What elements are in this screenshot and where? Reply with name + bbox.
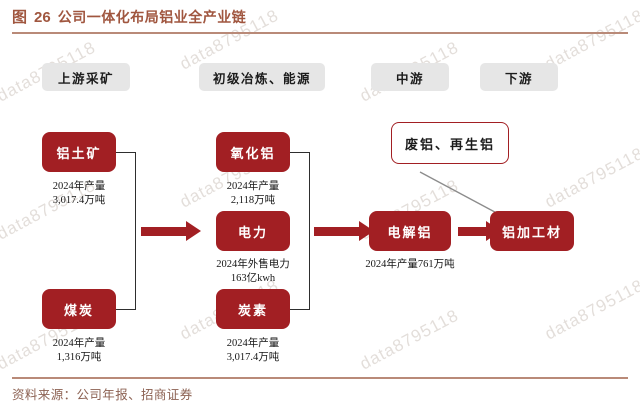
figure-word: 图	[12, 10, 28, 26]
caption-electrolytic-aluminum: 2024年产量761万吨	[365, 259, 455, 270]
source-note: 资料来源：公司年报、招商证券	[12, 388, 193, 402]
lane-label-midstream: 中游	[371, 63, 449, 91]
node-scrap-recycled-aluminum[interactable]: 废铝、再生铝	[391, 122, 509, 164]
connector-alumina-stub	[290, 152, 310, 154]
node-alumina[interactable]: 氧化铝	[216, 132, 290, 172]
caption-alumina: 2024年产量 2,118万吨	[226, 181, 280, 207]
connector-middle-spine	[309, 152, 311, 310]
node-electrolytic-aluminum[interactable]: 电解铝	[369, 211, 451, 251]
figure-number: 26	[34, 9, 51, 26]
page-title: 公司一体化布局铝业全产业链	[57, 11, 247, 26]
node-aluminum-processed-material[interactable]: 铝加工材	[490, 211, 574, 251]
recycle-flow-arrow	[419, 171, 508, 219]
connector-bauxite-stub	[116, 152, 136, 154]
watermark: data8795118	[541, 143, 640, 212]
footer-divider	[12, 377, 628, 379]
connector-carbon-stub	[290, 309, 310, 311]
caption-coal: 2024年产量 1,316万吨	[52, 338, 106, 364]
caption-carbon: 2024年产量 3,017.4万吨	[226, 338, 280, 364]
node-bauxite[interactable]: 铝土矿	[42, 132, 116, 172]
caption-power: 2024年外售电力 163亿kwh	[216, 259, 290, 285]
connector-coal-stub	[116, 309, 136, 311]
lane-label-primary-smelting: 初级冶炼、能源	[199, 63, 325, 91]
header-divider	[12, 32, 628, 34]
lane-label-downstream: 下游	[480, 63, 558, 91]
watermark: data8795118	[356, 305, 462, 374]
connector-left-spine	[135, 152, 137, 310]
node-coal[interactable]: 煤炭	[42, 289, 116, 329]
node-power[interactable]: 电力	[216, 211, 290, 251]
caption-bauxite: 2024年产量 3,017.4万吨	[52, 181, 106, 207]
figure-title-row: 图 26 公司一体化布局铝业全产业链	[12, 6, 628, 32]
arrow-upstream-to-smelting	[141, 221, 201, 241]
node-carbon[interactable]: 炭素	[216, 289, 290, 329]
figure-header: 图 26 公司一体化布局铝业全产业链	[12, 6, 628, 34]
figure-footer: 资料来源：公司年报、招商证券	[12, 377, 628, 403]
watermark: data8795118	[541, 275, 640, 344]
lane-label-upstream: 上游采矿	[42, 63, 130, 91]
arrow-smelting-to-midstream	[314, 221, 374, 241]
